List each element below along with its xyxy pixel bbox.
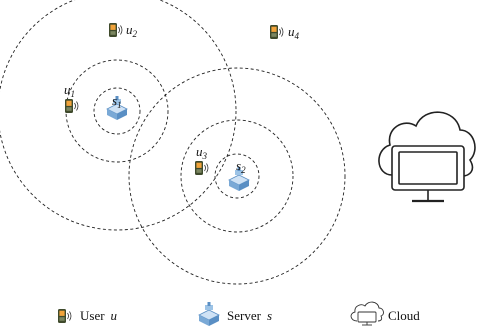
mobile-phone-icon xyxy=(57,308,72,324)
user-u2-label: u2 xyxy=(126,22,138,39)
user-u4: u4 xyxy=(269,24,300,41)
coverage-ring-s1-inner xyxy=(93,87,141,135)
user-u3: u3 xyxy=(194,144,209,176)
server-tower-icon xyxy=(198,301,220,327)
server-s1-label: s1 xyxy=(112,93,122,110)
server-s2: s2 xyxy=(228,158,250,192)
cloud-icon xyxy=(350,301,384,326)
cloud-computer-icon xyxy=(378,111,476,203)
user-u4-label: u4 xyxy=(288,24,300,41)
coverage-ring-s2-middle xyxy=(180,119,294,233)
mobile-phone-icon xyxy=(194,160,209,176)
user-u2: u2 xyxy=(108,22,138,39)
legend-cloud-label: Cloud xyxy=(388,308,420,323)
mobile-phone-icon xyxy=(108,22,123,38)
server-s2-label: s2 xyxy=(236,158,246,175)
coverage-ring-s2-outer xyxy=(128,67,346,285)
coverage-ring-s2-inner xyxy=(214,153,260,199)
user-u3-label: u3 xyxy=(196,144,208,161)
mobile-phone-icon xyxy=(269,24,284,40)
legend-cloud: Cloud xyxy=(350,301,420,326)
coverage-zone-s2 xyxy=(128,67,346,285)
coverage-ring-s1-outer xyxy=(0,0,237,231)
server-s1: s1 xyxy=(106,93,128,121)
user-u1: u1 xyxy=(64,82,79,114)
user-u1-label: u1 xyxy=(64,82,75,99)
mobile-phone-icon xyxy=(64,98,79,114)
